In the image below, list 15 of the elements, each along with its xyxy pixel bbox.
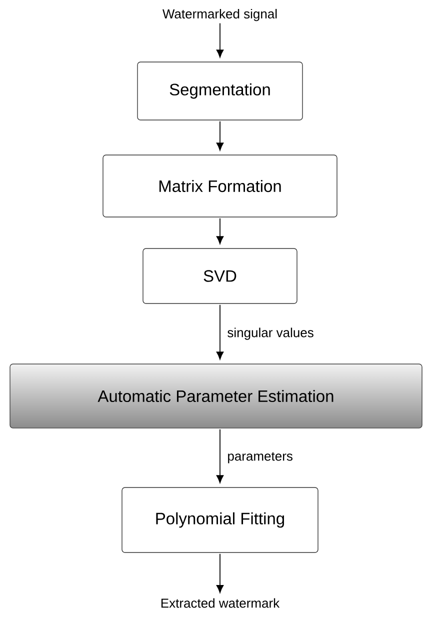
process-box: Polynomial Fitting bbox=[122, 487, 318, 553]
process-box: Segmentation bbox=[137, 62, 303, 120]
arrow bbox=[216, 218, 224, 244]
input-output-text: Extracted watermark bbox=[161, 598, 280, 608]
edge-label: parameters bbox=[228, 452, 292, 464]
process-box: Matrix Formation bbox=[102, 154, 338, 218]
arrow bbox=[216, 120, 224, 151]
input-output-text: Watermarked signal bbox=[162, 8, 277, 22]
process-box: SVD bbox=[142, 248, 298, 304]
edge-label: singular values bbox=[228, 328, 314, 340]
arrow bbox=[216, 304, 224, 360]
arrow bbox=[216, 428, 224, 484]
process-box: Automatic Parameter Estimation bbox=[10, 364, 422, 428]
arrow bbox=[216, 553, 224, 593]
arrow bbox=[216, 22, 224, 58]
